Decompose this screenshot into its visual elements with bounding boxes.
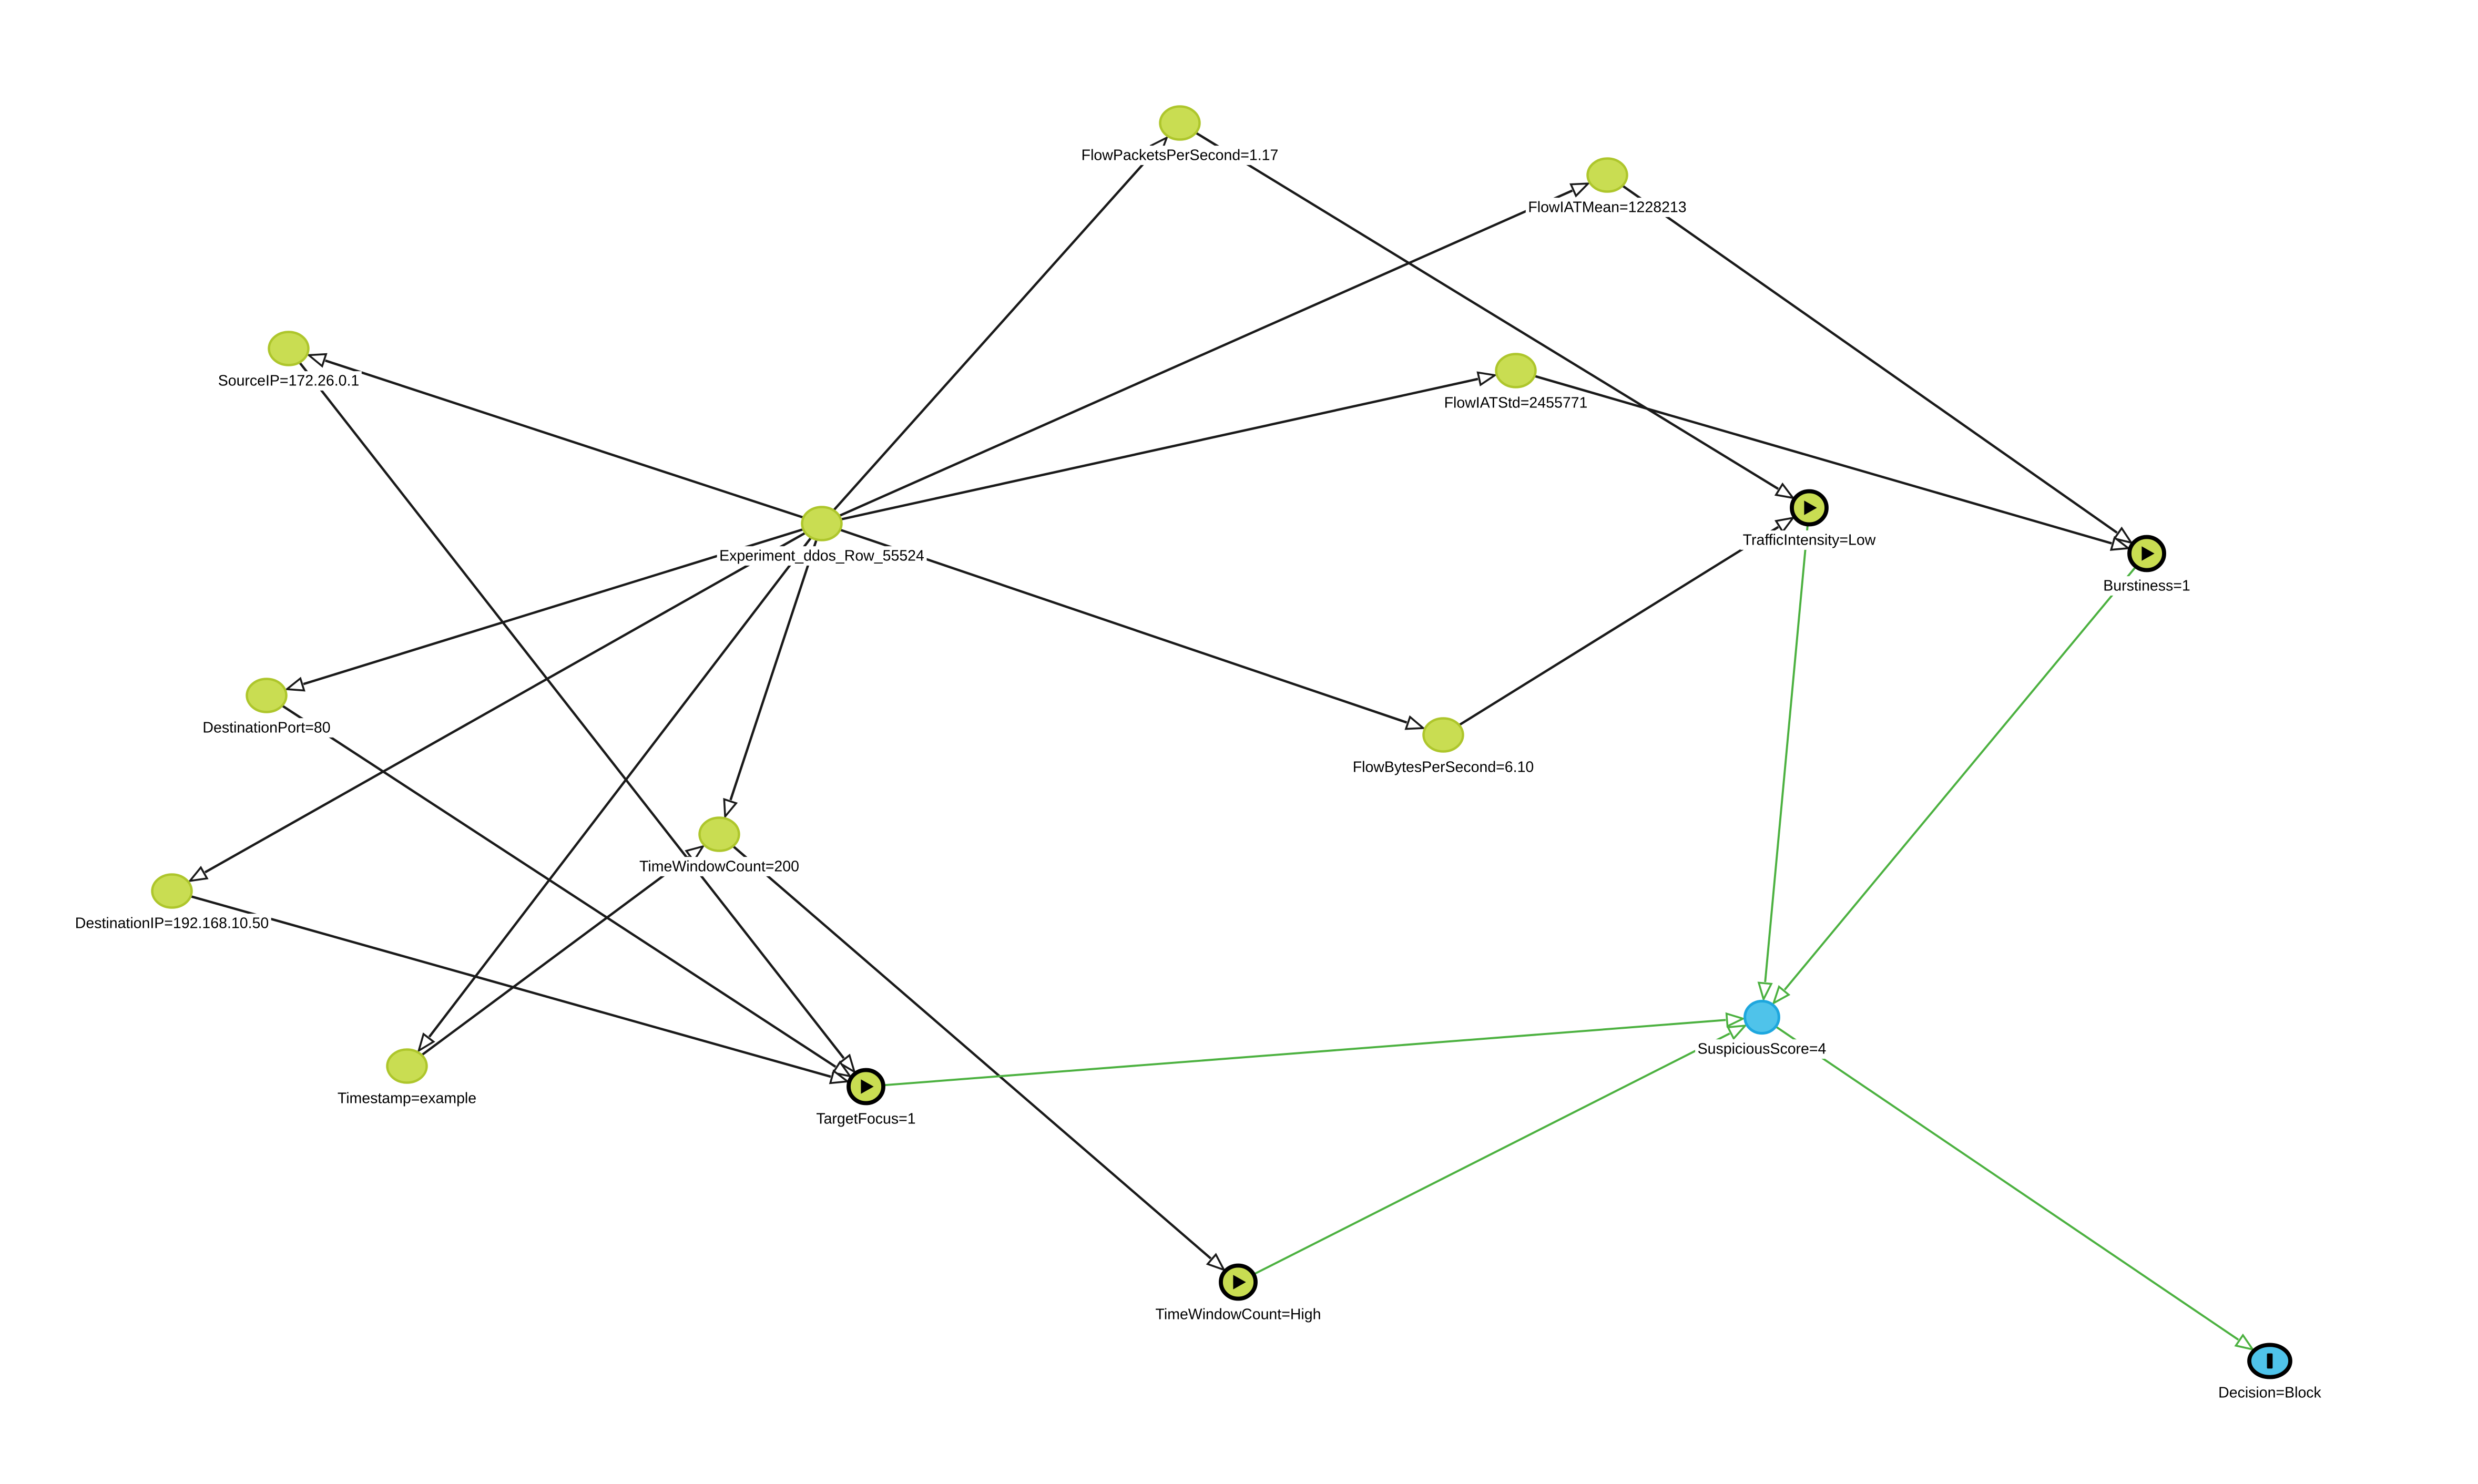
node-dest_port[interactable] (246, 678, 288, 713)
node-label-source_ip: SourceIP=172.26.0.1 (218, 373, 360, 390)
node-flow_iatmean[interactable] (1586, 157, 1628, 193)
bar-icon (2267, 1353, 2273, 1369)
edge-experiment-flow_iatstd (841, 379, 1478, 520)
play-icon (861, 1079, 874, 1094)
edge-flow_bps-traffic_int (1459, 527, 1778, 726)
label-background (1079, 146, 1281, 165)
label-background (73, 914, 271, 933)
label-background (1740, 530, 1879, 550)
edge-twc_high-susp_score (1253, 1033, 1729, 1275)
node-twc_200[interactable] (698, 816, 740, 852)
edge-experiment-twc_200 (730, 540, 818, 800)
edge-dest_port-target_focus (282, 705, 835, 1067)
node-label-flow_iatstd: FlowIATStd=2455771 (1444, 395, 1588, 412)
node-burstiness[interactable] (2127, 535, 2166, 572)
node-label-flow_iatmean: FlowIATMean=1228213 (1528, 199, 1686, 216)
edge-susp_score-decision (1776, 1026, 2239, 1340)
edge-experiment-flow_iatmean (839, 191, 1573, 517)
node-flow_pps[interactable] (1159, 105, 1201, 141)
node-label-flow_pps: FlowPacketsPerSecond=1.17 (1082, 147, 1279, 164)
edge-target_focus-susp_score (884, 1020, 1726, 1087)
node-target_focus[interactable] (847, 1068, 885, 1106)
edge-dest_ip-target_focus (191, 895, 831, 1077)
edge-experiment-timestamp (429, 537, 812, 1037)
label-background (1695, 1039, 1829, 1059)
play-icon (1804, 500, 1817, 515)
label-background (1442, 393, 1590, 413)
edge-experiment-flow_pps (833, 150, 1156, 511)
node-susp_score[interactable] (1743, 999, 1780, 1035)
label-background (200, 718, 333, 738)
node-flow_iatstd[interactable] (1495, 353, 1537, 388)
label-background (2100, 576, 2193, 596)
node-label-traffic_int: TrafficIntensity=Low (1743, 532, 1876, 549)
node-label-burstiness: Burstiness=1 (2103, 578, 2190, 595)
edge-timestamp-twc_200 (421, 857, 689, 1056)
node-label-timestamp: Timestamp=example (338, 1090, 476, 1107)
edge-experiment-dest_ip (205, 532, 805, 872)
node-traffic_int[interactable] (1790, 489, 1829, 527)
label-background (717, 546, 927, 566)
node-source_ip[interactable] (268, 331, 310, 366)
node-label-twc_200: TimeWindowCount=200 (639, 858, 799, 875)
node-label-dest_port: DestinationPort=80 (202, 720, 330, 736)
edge-experiment-flow_bps (840, 529, 1406, 722)
node-flow_bps[interactable] (1422, 717, 1464, 753)
label-background (1525, 198, 1689, 217)
play-icon (2142, 546, 2155, 561)
label-background (1350, 758, 1536, 777)
edge-source_ip-target_focus (299, 362, 844, 1058)
label-background (637, 857, 802, 876)
node-label-dest_ip: DestinationIP=192.168.10.50 (75, 915, 269, 932)
label-background (1153, 1305, 1323, 1324)
node-label-flow_bps: FlowBytesPerSecond=6.10 (1353, 759, 1534, 776)
node-twc_high[interactable] (1219, 1263, 1258, 1301)
edge-flow_pps-traffic_int (1196, 132, 1778, 489)
node-label-experiment: Experiment_ddos_Row_55524 (719, 548, 924, 565)
node-experiment[interactable] (801, 506, 843, 541)
node-label-susp_score: SuspiciousScore=4 (1698, 1041, 1827, 1058)
label-background (216, 371, 362, 391)
label-background (335, 1089, 479, 1108)
play-icon (1233, 1275, 1246, 1289)
node-dest_ip[interactable] (151, 873, 193, 909)
edge-traffic_int-susp_score (1765, 525, 1809, 982)
edge-twc_200-twc_high (732, 845, 1211, 1258)
label-background (2216, 1383, 2324, 1403)
node-label-target_focus: TargetFocus=1 (816, 1111, 915, 1128)
node-timestamp[interactable] (386, 1048, 428, 1084)
node-decision[interactable] (2247, 1343, 2292, 1379)
label-background (813, 1109, 919, 1129)
node-label-twc_high: TimeWindowCount=High (1156, 1306, 1321, 1323)
edge-flow_iatmean-burstiness (1622, 185, 2117, 533)
node-label-decision: Decision=Block (2218, 1385, 2321, 1401)
edge-experiment-source_ip (325, 361, 803, 519)
edge-burstiness-susp_score (1784, 566, 2137, 990)
edge-flow_iatstd-burstiness (1535, 375, 2112, 544)
